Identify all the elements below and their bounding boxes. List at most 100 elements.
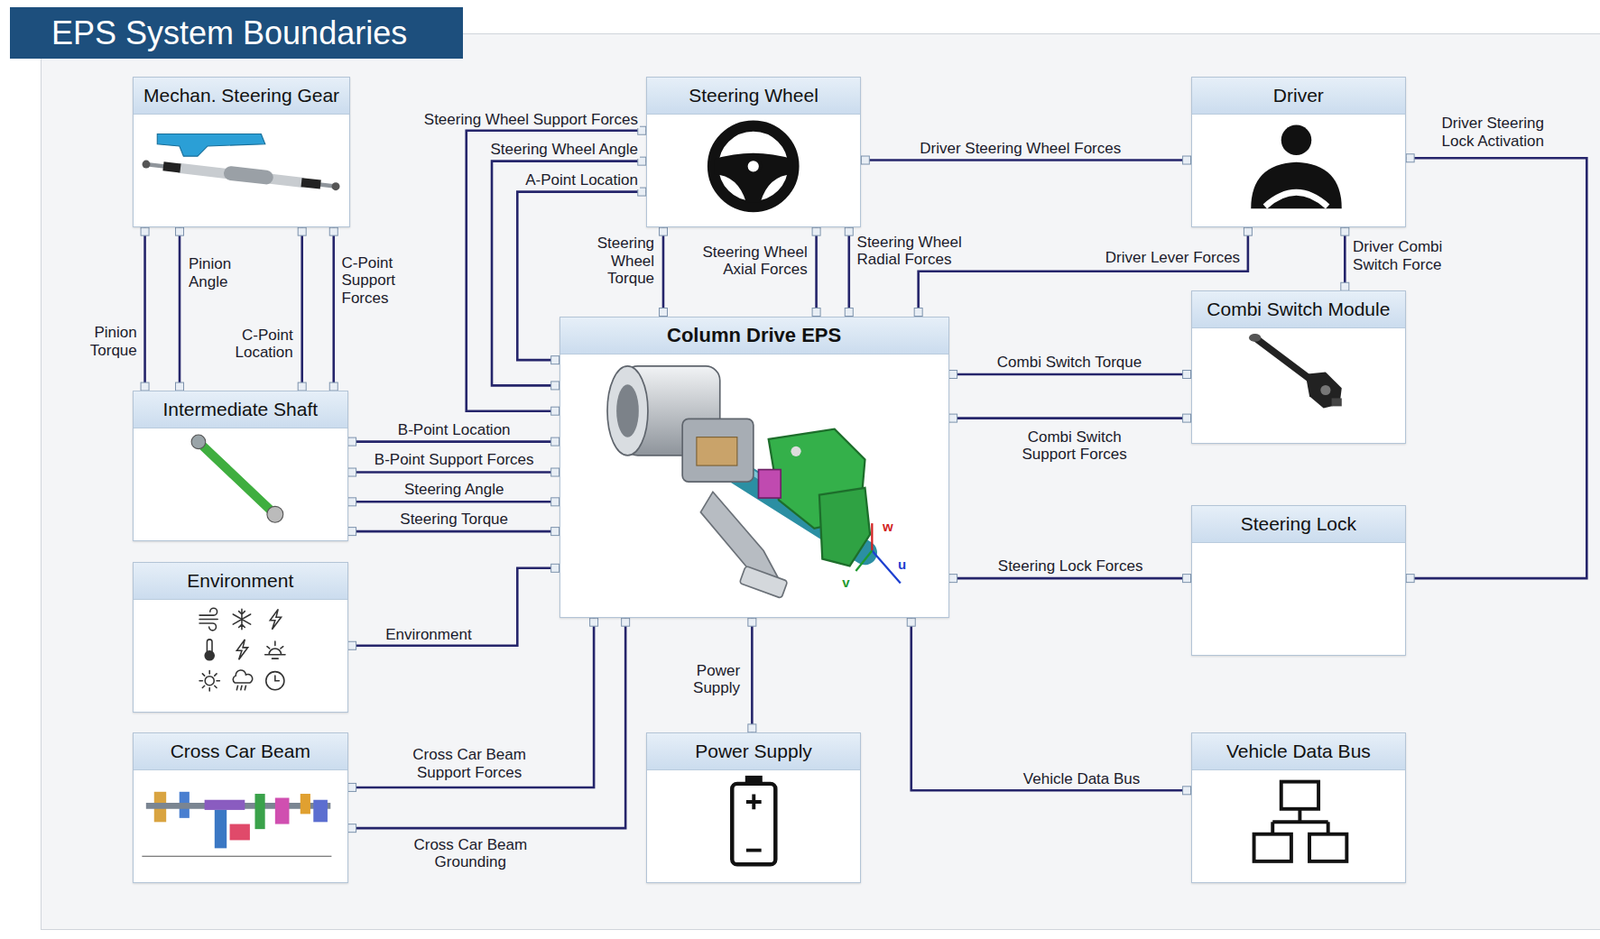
edge-label: Driver Steering Lock Activation — [1439, 114, 1556, 150]
illustration-part — [214, 810, 227, 849]
illustration-part — [731, 784, 776, 865]
illustration-part — [231, 173, 267, 177]
illustration-part — [266, 672, 285, 691]
axis-label: v — [841, 575, 850, 590]
edge-label: Steering Torque — [397, 510, 510, 529]
illustration-part — [313, 800, 328, 824]
port-symbol — [812, 227, 821, 236]
edge-label: Steering Wheel Angle — [488, 140, 640, 159]
edge-label: C-Point Location — [226, 326, 296, 362]
edge-label: Environment — [383, 626, 473, 645]
illustration-part — [204, 639, 214, 661]
component-box: Steering Wheel — [646, 76, 862, 228]
header-band: Power Supply — [647, 733, 861, 771]
illustration-part — [1264, 192, 1327, 207]
header-band: Vehicle Data Bus — [1192, 733, 1406, 771]
illustration-part — [746, 794, 762, 851]
box-title: Environment — [186, 570, 294, 592]
port-symbol — [1183, 369, 1192, 379]
port-symbol — [590, 618, 599, 627]
component-box: Power Supply — [646, 732, 862, 884]
port-symbol — [1405, 574, 1415, 583]
port-symbol — [1243, 227, 1252, 236]
component-box: Steering Lock — [1191, 505, 1407, 657]
connector — [814, 227, 818, 316]
component-box: Driver — [1191, 76, 1407, 228]
illustration-part — [199, 608, 218, 631]
port-symbol — [1405, 154, 1415, 163]
edge-label: B-Point Location — [396, 421, 513, 440]
illustration-part — [1280, 124, 1312, 156]
edge-label: Driver Steering Wheel Forces — [917, 139, 1123, 158]
port-symbol — [812, 308, 821, 317]
illustration-part — [1309, 834, 1347, 862]
illustration-part — [204, 651, 214, 661]
port-symbol — [297, 227, 306, 236]
edge-label: Steering Lock Forces — [996, 557, 1146, 576]
illustration-part — [1254, 338, 1312, 381]
illustration-part — [696, 436, 738, 465]
illustration-part — [1331, 398, 1342, 407]
edge-label: Pinion Angle — [186, 255, 247, 291]
edge-label: Pinion Torque — [79, 323, 139, 360]
header-band: Environment — [133, 563, 348, 601]
header-band: Combi Switch Module — [1192, 291, 1406, 329]
port-symbol — [175, 382, 185, 391]
connector — [332, 227, 335, 391]
connector — [949, 373, 1192, 377]
edge-label: Cross Car Beam Grounding — [405, 836, 536, 872]
port-symbol — [949, 369, 958, 379]
connector — [348, 568, 560, 647]
connector — [348, 618, 595, 788]
illustration-part — [198, 442, 276, 515]
edge-label: Driver Lever Forces — [1103, 249, 1242, 268]
connector — [300, 227, 304, 391]
illustration-part — [180, 167, 302, 183]
connector — [348, 530, 560, 534]
connector — [949, 416, 1192, 420]
component-box: Cross Car Beam — [132, 732, 349, 884]
port-symbol — [551, 356, 560, 365]
box-title: Vehicle Data Bus — [1226, 740, 1371, 763]
port-symbol — [348, 527, 357, 537]
port-symbol — [348, 437, 357, 446]
header-band: Cross Car Beam — [133, 733, 348, 771]
illustration-part — [191, 434, 206, 450]
port-symbol — [1341, 227, 1350, 236]
port-symbol — [348, 498, 357, 507]
port-symbol — [551, 498, 560, 507]
illustration-part — [1280, 781, 1318, 809]
port-symbol — [551, 468, 560, 477]
illustration-part — [1304, 372, 1342, 409]
edge-label: Combi Switch Torque — [995, 353, 1144, 372]
port-symbol — [551, 381, 560, 390]
illustration-part — [269, 609, 281, 629]
port-symbol — [140, 227, 149, 236]
connector — [348, 500, 560, 504]
illustration-part — [301, 182, 321, 185]
connector — [949, 577, 1192, 581]
port-symbol — [348, 641, 357, 650]
illustration-part — [871, 550, 900, 583]
illustration-part — [267, 506, 284, 523]
diagram-title: EPS System Boundaries — [51, 14, 407, 53]
box-title: Column Drive EPS — [666, 323, 842, 348]
connector — [847, 227, 851, 316]
port-symbol — [551, 437, 560, 446]
column-eps-illustration — [560, 317, 949, 619]
edge-label: Steering Wheel Torque — [587, 234, 657, 288]
illustration-part — [275, 797, 290, 824]
box-title: Combi Switch Module — [1206, 298, 1390, 321]
edge-label: Vehicle Data Bus — [1021, 770, 1142, 789]
port-symbol — [1183, 414, 1192, 423]
illustration-part — [265, 641, 286, 659]
box-title: Steering Wheel — [688, 84, 819, 107]
box-title: Cross Car Beam — [170, 740, 311, 763]
header-band: Intermediate Shaft — [133, 391, 348, 429]
illustration-part — [232, 609, 250, 629]
axis-label: w — [882, 519, 894, 534]
port-symbol — [844, 227, 853, 236]
port-symbol — [140, 382, 149, 391]
illustration-part — [819, 487, 870, 566]
port-symbol — [1341, 282, 1350, 291]
